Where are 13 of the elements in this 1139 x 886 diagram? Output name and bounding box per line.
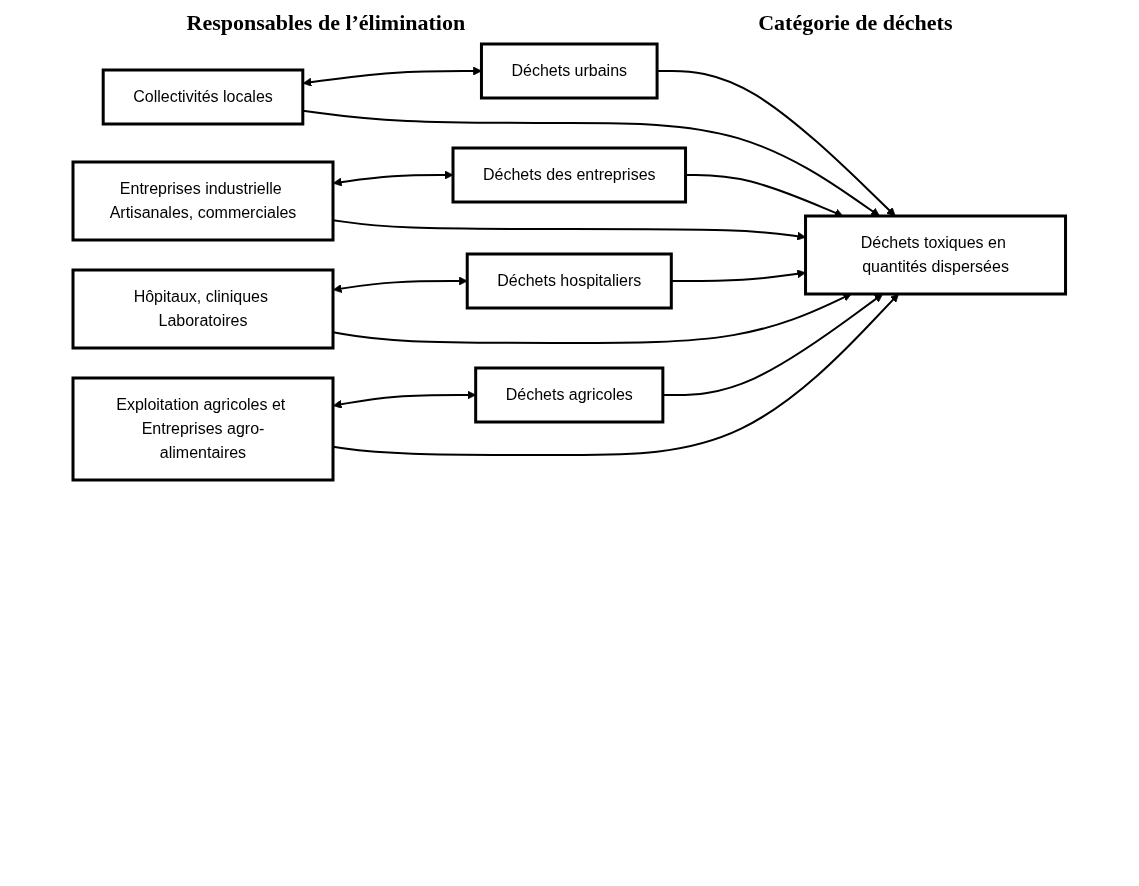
node-box: Entreprises industrielle Artisanales, commerciales [71, 160, 335, 242]
node-box: Exploitation agricoles et Entreprises agro-alimentaires [71, 376, 335, 482]
arrow [333, 170, 454, 187]
node-box: Hôpitaux, cliniques Laboratoires [71, 268, 335, 350]
node-box: Déchets agricoles [474, 366, 665, 424]
node-box: Collectivités locales [101, 68, 305, 126]
column-heading: Responsables de l’élimination [186, 10, 466, 36]
node-box: Déchets urbains [480, 42, 659, 100]
node-box: Déchets des entreprises [451, 146, 688, 204]
node-box: Déchets toxiques en quantités dispersées [804, 214, 1068, 296]
arrow [333, 276, 468, 293]
column-heading: Catégorie de déchets [758, 10, 953, 36]
node-box: Déchets hospitaliers [465, 252, 674, 310]
